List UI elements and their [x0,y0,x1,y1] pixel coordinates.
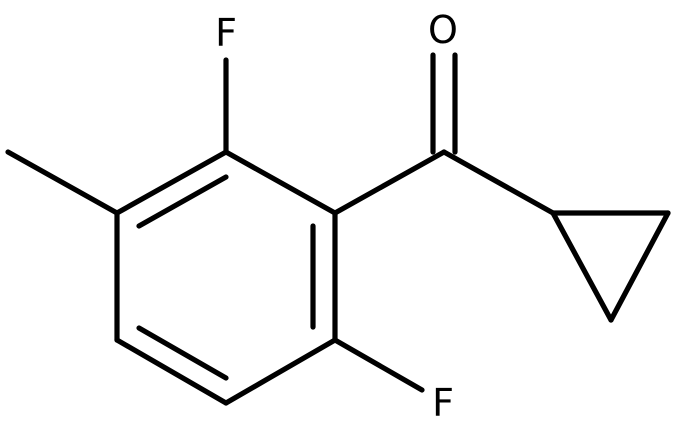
bond-cp-b [608,210,671,323]
bond-c3-f-bottom [332,337,425,393]
bond-c4-c5-inner [136,325,229,381]
bond-carbonyl-cyclopropyl [441,149,556,216]
bond-c6-c1-inner [136,174,229,229]
bond-c6-c1 [114,149,229,216]
bonds [5,52,671,406]
bond-cp-c [550,210,614,323]
fluorine-bottom-label: F [432,381,454,425]
bond-c6-methyl [5,149,120,216]
fluorine-top-label: F [215,11,237,55]
bond-c1-c2 [223,149,338,216]
bond-c2-carbonyl [332,149,447,216]
oxygen-label: O [428,8,458,52]
atom-labels: O F F [215,8,458,425]
bond-c3-c4 [223,337,338,406]
bond-c4-c5 [114,337,229,406]
